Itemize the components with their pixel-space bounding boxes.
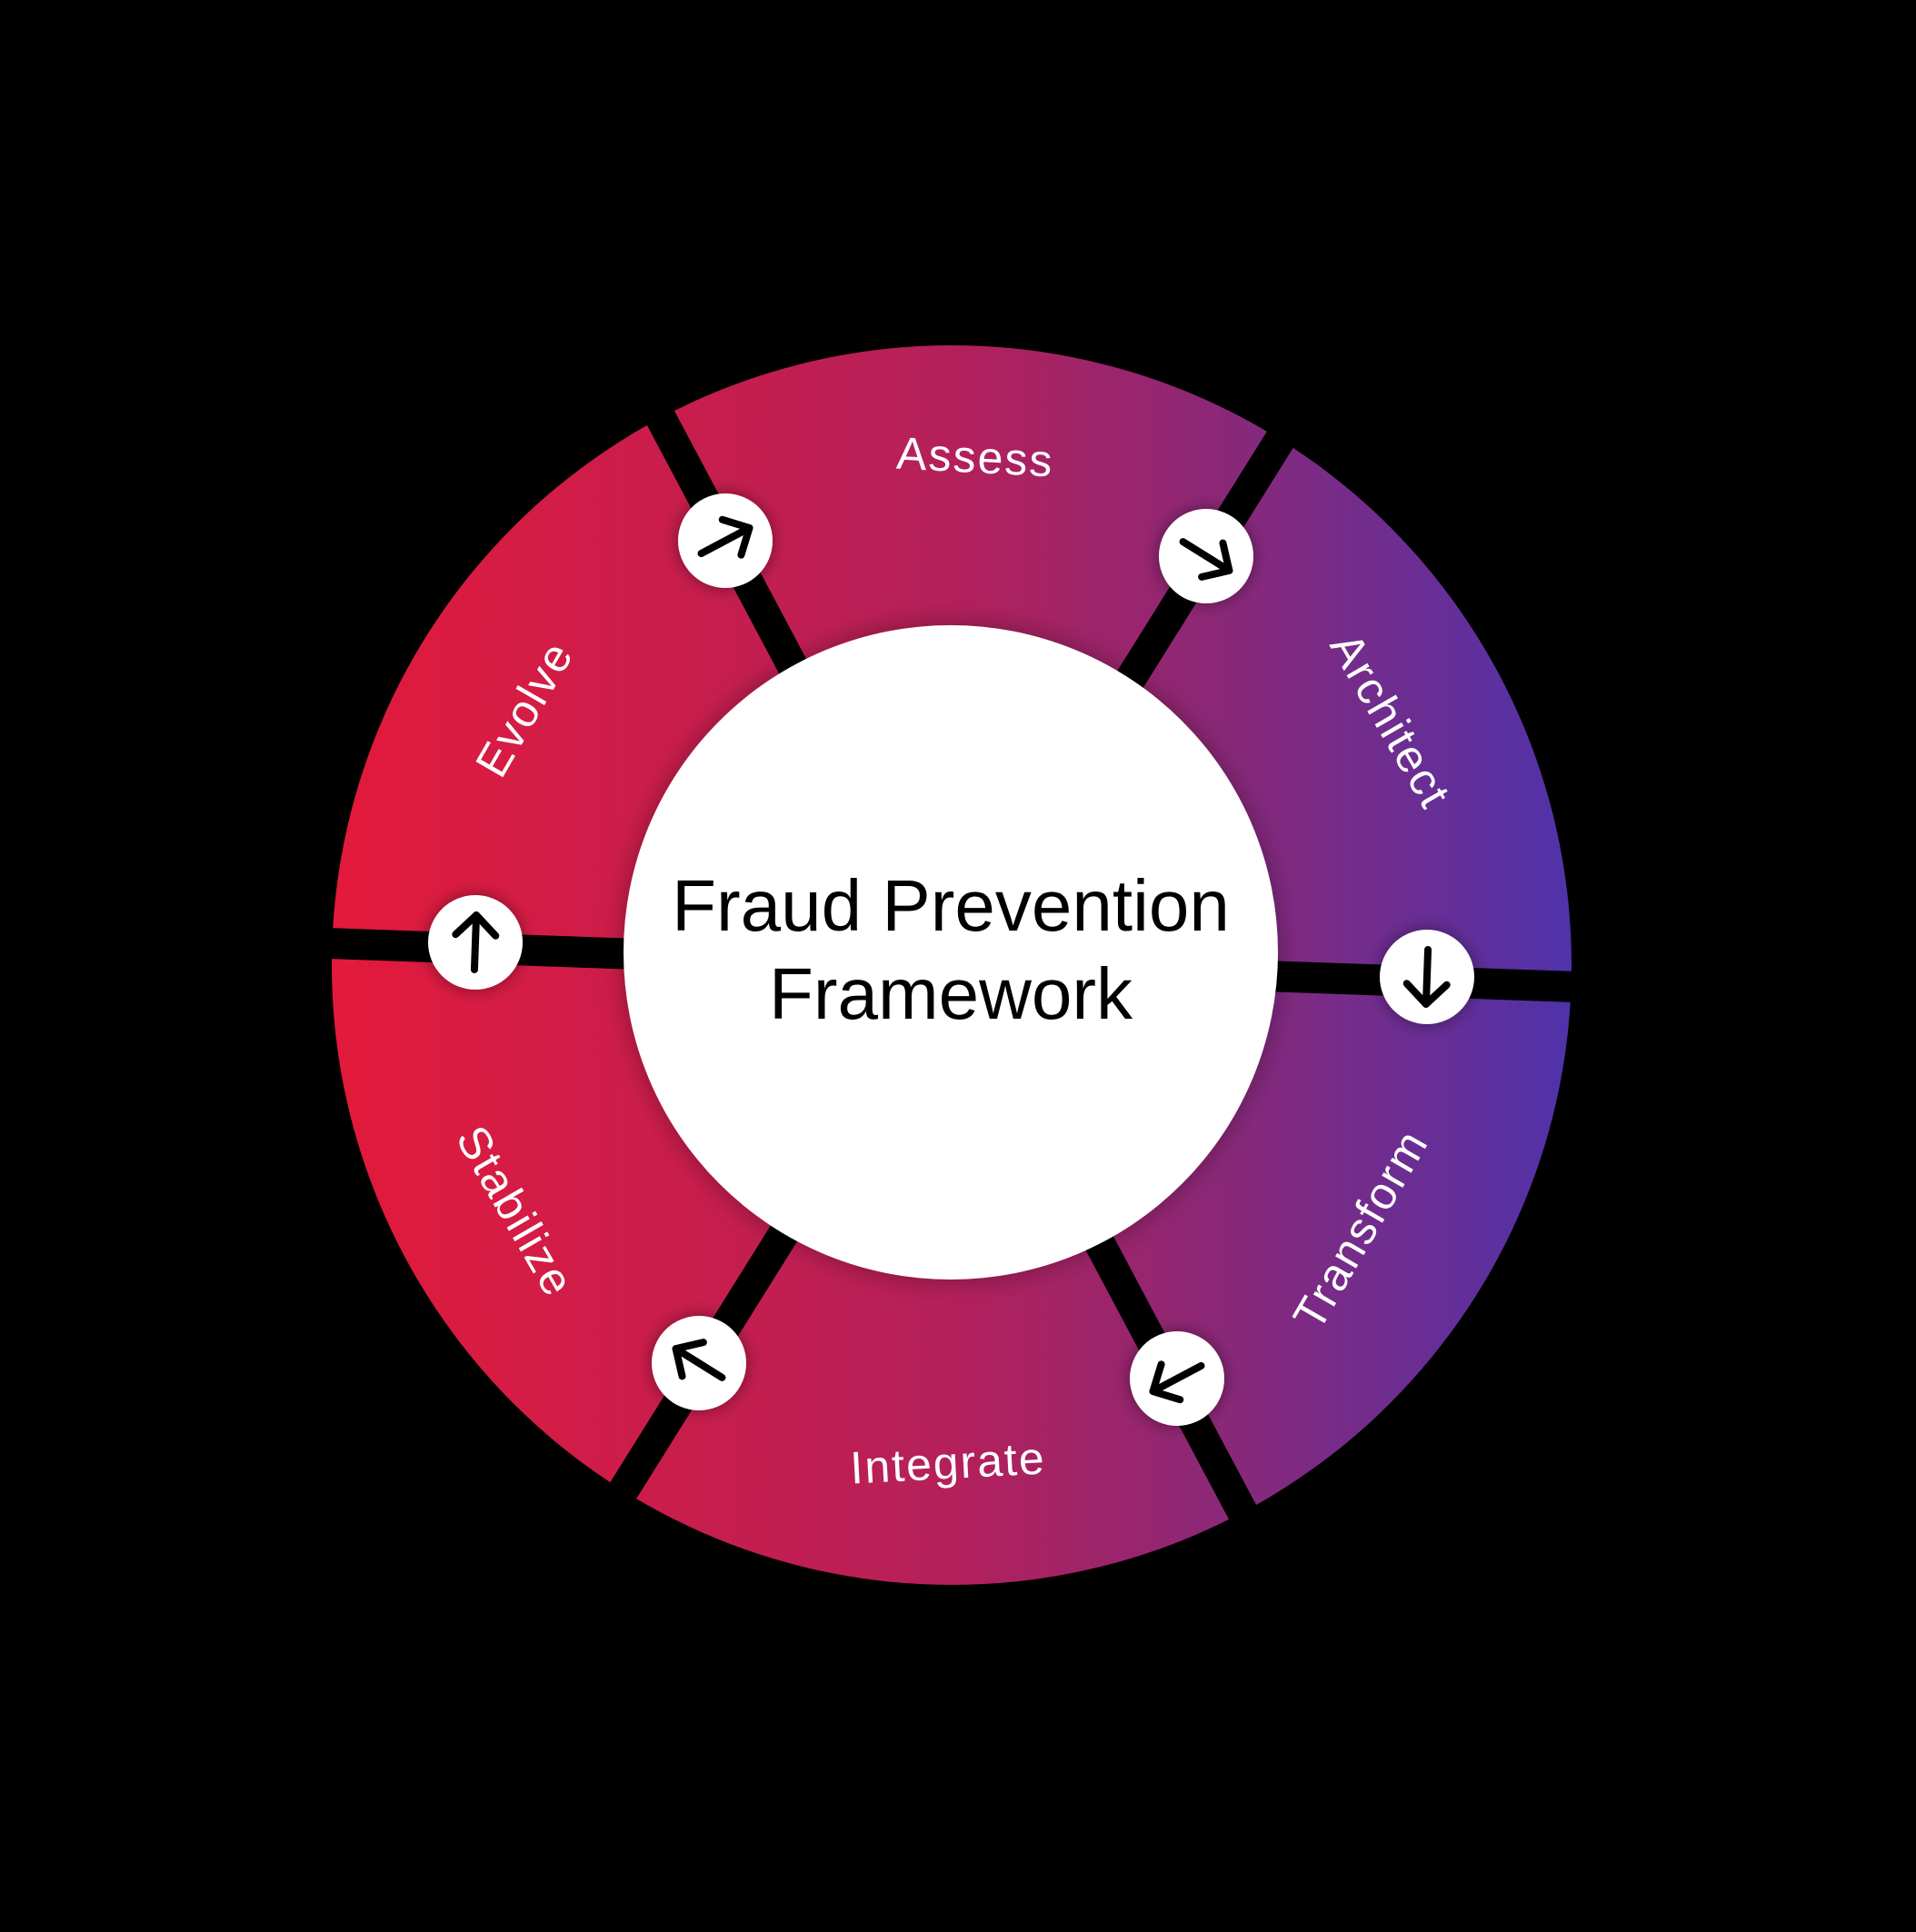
arrow-badge-assess-architect[interactable] [1159, 509, 1253, 603]
arrow-badge-evolve-assess[interactable] [678, 493, 773, 588]
arrow-up-right-icon [697, 515, 753, 559]
arrow-badge-architect-transform[interactable] [1380, 930, 1474, 1024]
center-title-line2: Framework [769, 953, 1133, 1034]
arrow-down-left-icon [1149, 1360, 1205, 1404]
arrow-up-icon [452, 911, 500, 973]
segment-assess[interactable]: Assess [895, 428, 1055, 487]
arrow-down-icon [1402, 946, 1451, 1008]
arrow-up-left-icon [672, 1339, 726, 1381]
segment-integrate[interactable]: Integrate [849, 1432, 1047, 1493]
arrow-badge-stabilize-evolve[interactable] [428, 895, 523, 990]
center-circle [624, 625, 1278, 1280]
center-title-line1: Fraud Prevention [672, 865, 1230, 946]
arrow-badge-integrate-stabilize[interactable] [652, 1316, 746, 1410]
segment-dividers [258, 346, 1645, 1584]
segment-label-assess: Assess [895, 428, 1055, 487]
segment-label-integrate: Integrate [849, 1432, 1047, 1493]
arrow-down-right-icon [1179, 538, 1233, 581]
arrow-badge-transform-integrate[interactable] [1130, 1331, 1224, 1426]
